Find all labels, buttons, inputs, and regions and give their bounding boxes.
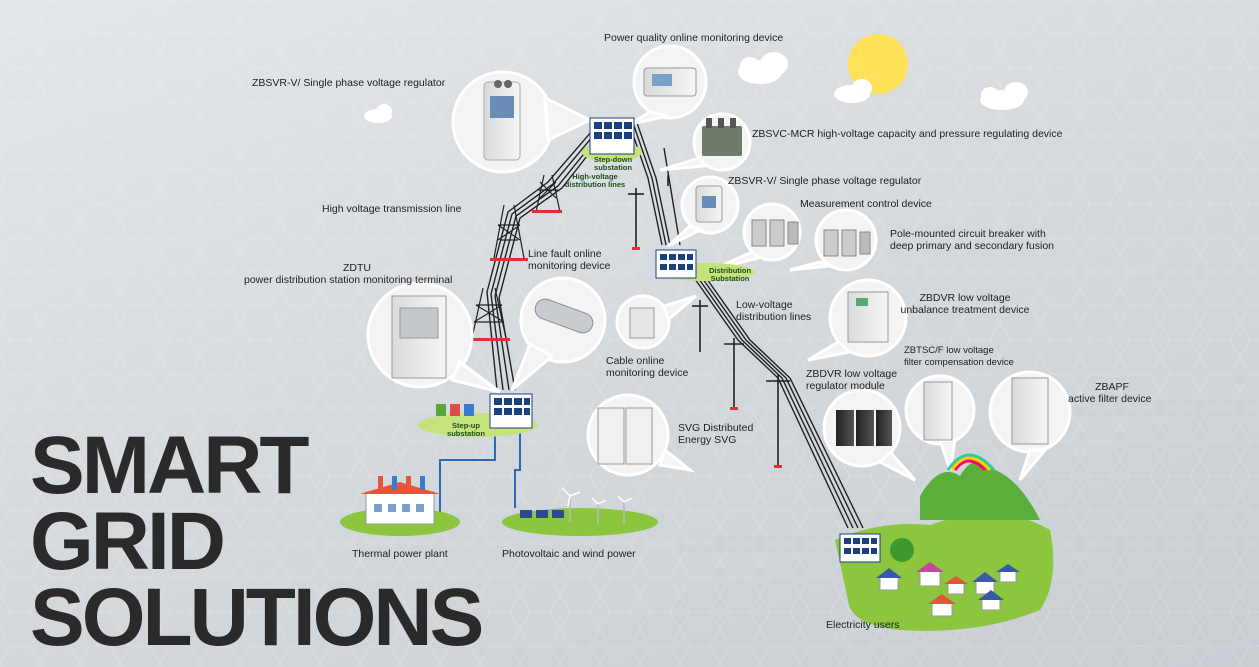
- device-photo-icon: [847, 291, 889, 343]
- feeder-line: [514, 428, 521, 508]
- label-measurement: Measurement control device: [800, 198, 932, 210]
- cloud-icon: [980, 82, 1028, 110]
- sun-icon: [848, 34, 908, 94]
- tree-icon: [920, 461, 1040, 520]
- label-thermal: Thermal power plant: [352, 548, 448, 560]
- substation-icon: [582, 117, 642, 162]
- label-step-up-2: substation: [447, 429, 485, 438]
- rainbow-icon: [953, 459, 987, 472]
- label-breaker-2: deep primary and secondary fusion: [890, 240, 1055, 252]
- label-distribution-2: Substation: [710, 274, 750, 283]
- label-step-down-1: Step-down: [593, 155, 633, 164]
- label-pv-wind: Photovoltaic and wind power: [502, 548, 636, 560]
- title-line-1: SMART: [30, 420, 310, 511]
- title-line-2: GRID: [30, 496, 226, 587]
- label-zdtu-1: ZDTU: [343, 262, 371, 274]
- label-zbtsc-2: filter compensation device: [904, 357, 1014, 368]
- label-line-fault-2: monitoring device: [528, 260, 611, 272]
- label-power-quality: Power quality online monitoring device: [604, 32, 784, 44]
- label-svg-1: SVG Distributed: [678, 422, 754, 434]
- transmission-tower-icon: [532, 174, 562, 213]
- title-line-3: SOLUTIONS: [30, 572, 484, 663]
- label-line-fault-1: Line fault online: [528, 248, 602, 260]
- label-zbsvr-top: ZBSVR-V/ Single phase voltage regulator: [252, 77, 446, 89]
- device-photo-icon: [702, 118, 742, 156]
- power-lines: [486, 119, 864, 529]
- label-zbdvr-u-1: ZBDVR low voltage: [919, 292, 1011, 304]
- pole-base: [632, 247, 640, 250]
- substation-icon: [655, 249, 755, 281]
- device-photo-icon: [391, 295, 447, 379]
- label-zbdvr-u-2: unbalance treatment device: [900, 304, 1030, 316]
- device-photo-icon: [597, 407, 653, 465]
- label-users: Electricity users: [826, 619, 900, 631]
- device-photo-icon: [823, 229, 871, 257]
- substation-icon: [839, 533, 881, 563]
- wind-turbine-icon: [561, 487, 633, 524]
- label-zbdvr-r-2: regulator module: [806, 380, 885, 392]
- pole-base: [774, 465, 782, 468]
- transmission-tower-icon: [490, 204, 528, 261]
- label-distribution-1: Distribution: [708, 266, 752, 275]
- pole-base: [730, 407, 738, 410]
- device-photo-icon: [483, 80, 521, 161]
- device-photo-icon: [643, 67, 697, 97]
- label-lv-1: Low-voltage: [736, 299, 793, 311]
- transmission-tower-icon: [468, 287, 510, 341]
- cloud-icon: [738, 52, 788, 84]
- label-zbapf-2: active filter device: [1068, 393, 1152, 405]
- label-step-down-2: substation: [594, 163, 632, 172]
- factory-icon: [340, 476, 460, 536]
- device-photo-icon: [836, 410, 892, 446]
- label-zbdvr-r-1: ZBDVR low voltage: [806, 368, 898, 380]
- label-zbsvc: ZBSVC-MCR high-voltage capacity and pres…: [752, 128, 1063, 140]
- label-cable-1: Cable online: [606, 355, 665, 367]
- tree-icon: [890, 538, 914, 562]
- feeder-line: [439, 428, 496, 520]
- label-hv-dist-1: High-voltage: [572, 172, 618, 181]
- label-breaker-1: Pole-mounted circuit breaker with: [890, 228, 1046, 240]
- solar-panel-icon: [502, 508, 658, 536]
- house-icon: [876, 562, 1020, 617]
- device-photo-icon: [1011, 377, 1049, 445]
- device-photo-icon: [751, 219, 799, 247]
- label-hv-line: High voltage transmission line: [322, 203, 462, 215]
- device-photo-icon: [695, 185, 723, 223]
- label-hv-dist-2: distribution lines: [564, 180, 626, 189]
- recycle-icon: [436, 404, 474, 416]
- label-zbsvr-mid: ZBSVR-V/ Single phase voltage regulator: [728, 175, 922, 187]
- device-photo-icon: [629, 307, 655, 339]
- cloud-icon: [834, 79, 872, 103]
- label-zdtu-2: power distribution station monitoring te…: [244, 274, 453, 286]
- label-zbapf-1: ZBAPF: [1095, 381, 1129, 393]
- device-photo-icon: [534, 298, 594, 334]
- label-svg-2: Energy SVG: [678, 434, 737, 446]
- page-title: SMART GRID SOLUTIONS: [30, 420, 484, 663]
- utility-pole-icon: [628, 175, 790, 468]
- label-cable-2: monitoring device: [606, 367, 689, 379]
- label-step-up-1: Step-up: [452, 421, 480, 430]
- device-photo-icon: [923, 381, 953, 441]
- substation-icon: [418, 393, 538, 437]
- cloud-icon: [364, 104, 392, 123]
- label-zbtsc-1: ZBTSC/F low voltage: [904, 345, 994, 356]
- label-lv-2: distribution lines: [736, 311, 812, 323]
